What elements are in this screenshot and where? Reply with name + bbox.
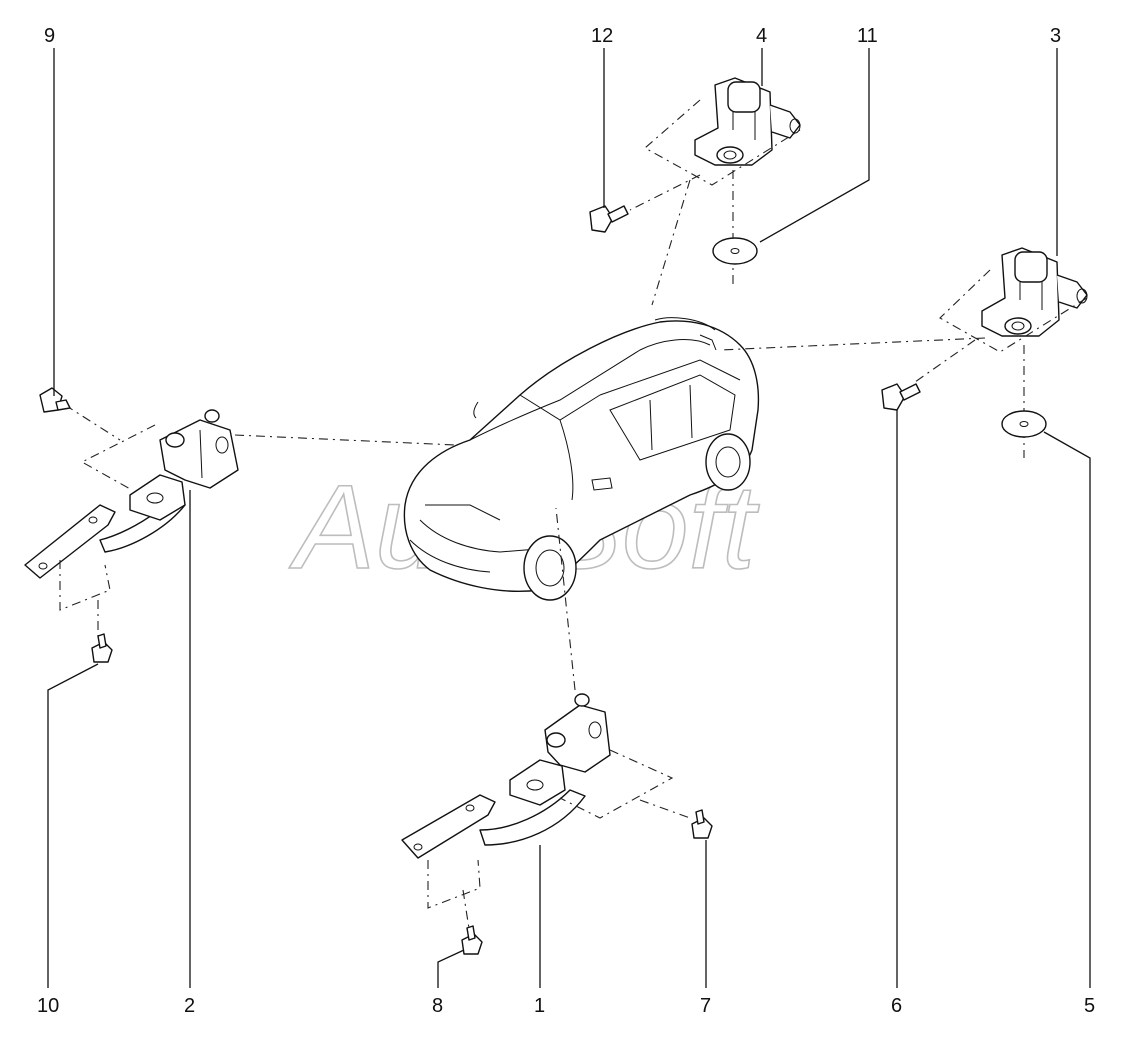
part-1-hinge bbox=[401, 693, 611, 859]
callout-5: 5 bbox=[1084, 995, 1095, 1017]
part-7-bolt bbox=[691, 809, 713, 839]
callout-9: 9 bbox=[44, 25, 55, 47]
callout-8: 8 bbox=[432, 995, 443, 1017]
part-5-washer bbox=[1001, 410, 1047, 438]
callout-1: 1 bbox=[534, 995, 545, 1017]
vehicle-illustration bbox=[403, 317, 760, 601]
callout-11: 11 bbox=[857, 25, 878, 47]
callout-7: 7 bbox=[700, 995, 711, 1017]
callout-3: 3 bbox=[1050, 25, 1061, 47]
part-8-bolt bbox=[461, 925, 483, 955]
part-2-hinge bbox=[24, 409, 239, 579]
callout-10: 10 bbox=[37, 995, 59, 1017]
callout-6: 6 bbox=[891, 995, 902, 1017]
part-3-hinge bbox=[981, 247, 1088, 337]
part-10-bolt bbox=[91, 633, 113, 663]
part-12-bolt bbox=[589, 205, 629, 233]
part-9-bolt bbox=[39, 387, 71, 413]
callout-12: 12 bbox=[591, 25, 613, 47]
part-6-bolt bbox=[881, 383, 921, 411]
part-11-washer bbox=[712, 237, 758, 265]
callout-2: 2 bbox=[184, 995, 195, 1017]
callout-4: 4 bbox=[756, 25, 767, 47]
part-4-hinge bbox=[694, 77, 801, 166]
